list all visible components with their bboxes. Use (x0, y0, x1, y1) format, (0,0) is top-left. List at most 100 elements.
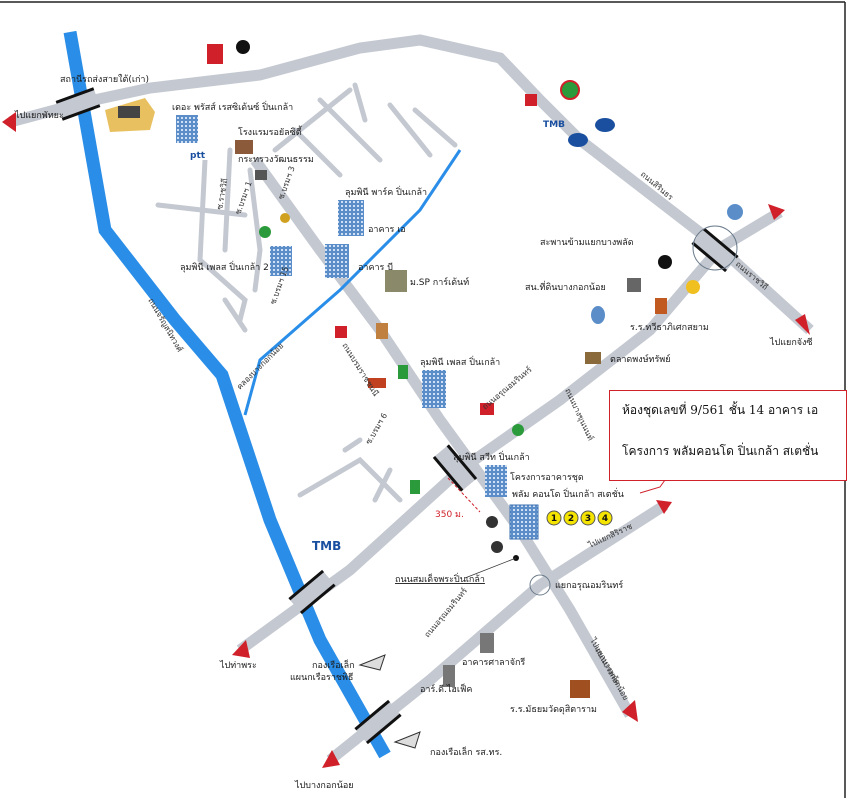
plum-condo-building (509, 504, 539, 540)
7-eleven-icon-3 (410, 480, 420, 494)
label-ptt: ptt (190, 151, 206, 161)
label-canal: คลองบางกอกน้อย (235, 341, 285, 391)
label-road-bangkoknoi: ถนนบางขุนนนท์ (563, 387, 596, 442)
marker-4 (597, 510, 613, 526)
arrow-bottom (322, 750, 340, 768)
label-building-a: อาคาร เอ (368, 225, 406, 235)
label-ministry: กระทรวงวัฒนธรรม (238, 155, 314, 165)
callout-pointer (639, 479, 666, 494)
pointer-line (464, 557, 517, 579)
lumpini-place-building (422, 370, 446, 408)
bus-icon (118, 106, 140, 118)
label-building-b: อาคาร บี (358, 262, 393, 273)
label-junction: แยกอรุณอมรินทร์ (555, 579, 623, 591)
direction-arrows (2, 112, 810, 768)
canal (63, 30, 462, 759)
kbank-icon (560, 80, 580, 100)
door-icon (376, 323, 388, 339)
label-soi-6: ซ.บรมฯ 6 (364, 411, 389, 446)
kbank-small-icon (259, 226, 271, 238)
rd-icon (443, 665, 455, 687)
hospital-icon (525, 94, 537, 106)
small-red-icon (335, 326, 347, 338)
lumpini-place-2-building (270, 246, 292, 276)
callout-project-line: โครงการ พลัมคอนโด ปิ่นเกล้า สเตชั่น (622, 444, 819, 458)
office-icon (480, 633, 494, 653)
marker-4-label: 4 (602, 514, 608, 524)
label-navy-bottom: กองเรือเล็ก รส.ทร. (430, 745, 502, 758)
shield-icon (591, 306, 605, 324)
house-icon (255, 170, 267, 180)
bank-icon (686, 280, 700, 294)
marker-3 (580, 510, 596, 526)
label-post-office: สน.ที่ดินบางกอกน้อย (525, 280, 606, 293)
post-office-icon (627, 278, 641, 292)
label-arrow-left-top: ไปแยกพัทยะ (14, 110, 64, 121)
label-road-somdet: ถนนสมเด็จพระปิ่นเกล้า (395, 572, 485, 585)
market-icon (585, 352, 601, 364)
label-school-bottom: ร.ร.มัธยมวัดดุสิตาราม (510, 704, 597, 715)
label-rd: อาร์.ดี.ไฮเฟ็ค (420, 682, 472, 695)
condo-buildings (176, 115, 539, 540)
kbank-small-icon-2 (512, 424, 524, 436)
label-residence: เดอะ พรัสส์ เรสซิเด้นซ์ ปิ่นเกล้า (172, 100, 293, 113)
marker-1 (546, 510, 562, 526)
label-distance: 350 ม. (435, 510, 464, 520)
label-hotel: โรงแรมรอยัลซิตี้ (238, 125, 303, 138)
label-lumpini-place-2: ลุมพินี เพลส ปิ่นเกล้า 2 (180, 260, 269, 273)
distance-line (447, 477, 481, 513)
arrow-bottom-right (622, 700, 638, 722)
arrow-left-top (2, 112, 16, 132)
arrow-bottom-left (232, 640, 250, 658)
tmb-small-icon (368, 378, 386, 388)
label-lumpini-park: ลุมพินี พาร์ค ปิ่นเกล้า (345, 185, 427, 198)
label-road-arun-lower: ถนนอรุณอมรินทร์ (422, 585, 470, 639)
project-building (485, 465, 507, 497)
numbered-markers: 1 2 3 4 (546, 510, 613, 526)
marker-2 (563, 510, 579, 526)
school-bottom-icon (570, 680, 590, 698)
label-road-arun: ถนนอรุณอมรินทร์ (480, 364, 534, 412)
lumpini-park-building (338, 200, 364, 236)
marker-1-label: 1 (551, 514, 557, 524)
boat-icon-1 (358, 654, 386, 671)
junction-circle-top (692, 225, 738, 271)
arrow-right-lower (795, 314, 810, 335)
minor-roads (155, 82, 458, 503)
label-market: ตลาดพงษ์ทรัพย์ (610, 353, 671, 365)
marker-3-label: 3 (585, 514, 591, 524)
label-station-top: สถานีรถส่งสายใต้(เก่า) (60, 74, 149, 85)
shell-icon-2 (658, 255, 672, 269)
junction-circle (529, 574, 551, 596)
label-arrow-bottom: ไปบางกอกน้อย (294, 780, 354, 791)
label-sarada: อาคารศาลาจักรี (462, 657, 525, 668)
arrow-right-mid (656, 500, 672, 514)
arrow-top-right (768, 204, 785, 220)
label-arrow-bottom-left: ไปท่าพระ (219, 660, 257, 671)
label-sp-garden: ม.SP การ์เด้นท์ (410, 276, 469, 288)
label-lumpini-suite: ลุมพินี สวีท ปิ่นเกล้า (453, 450, 530, 463)
school-icon (655, 298, 667, 314)
label-plum-condo: พลัม คอนโด ปิ่นเกล้า สเตชั่น (512, 487, 624, 500)
label-school-right: ร.ร.ทวีธาภิเศกสยาม (630, 322, 709, 333)
label-navy-left2: แผนกเรือราชพิธี (290, 672, 353, 683)
7-eleven-icon (207, 44, 223, 64)
temple-icon (727, 204, 743, 220)
small-icon-1 (280, 213, 290, 223)
label-arrow-right-lower: ไปแยกจังซี (769, 337, 813, 348)
label-road-ratchawithi: ถนนราชวิถี (734, 260, 770, 292)
poi-icons (186, 40, 743, 749)
label-road-boromrat: ถนนบรมราชชนนี (340, 341, 380, 398)
boat-icon-2 (393, 731, 421, 749)
7-eleven-icon-2 (398, 365, 408, 379)
ptt-icon (186, 148, 214, 160)
route-marker-2 (491, 541, 503, 553)
esso-icon-1 (595, 118, 615, 132)
label-navy-left: กองเรือเล็ก (312, 658, 355, 671)
label-tmb-bottom: TMB (312, 539, 341, 553)
route-marker-1 (486, 516, 498, 528)
shell-icon (236, 40, 250, 54)
label-soi-3: ซ.บรมฯ 3 (276, 165, 296, 201)
sp-garden-icon (385, 270, 407, 292)
